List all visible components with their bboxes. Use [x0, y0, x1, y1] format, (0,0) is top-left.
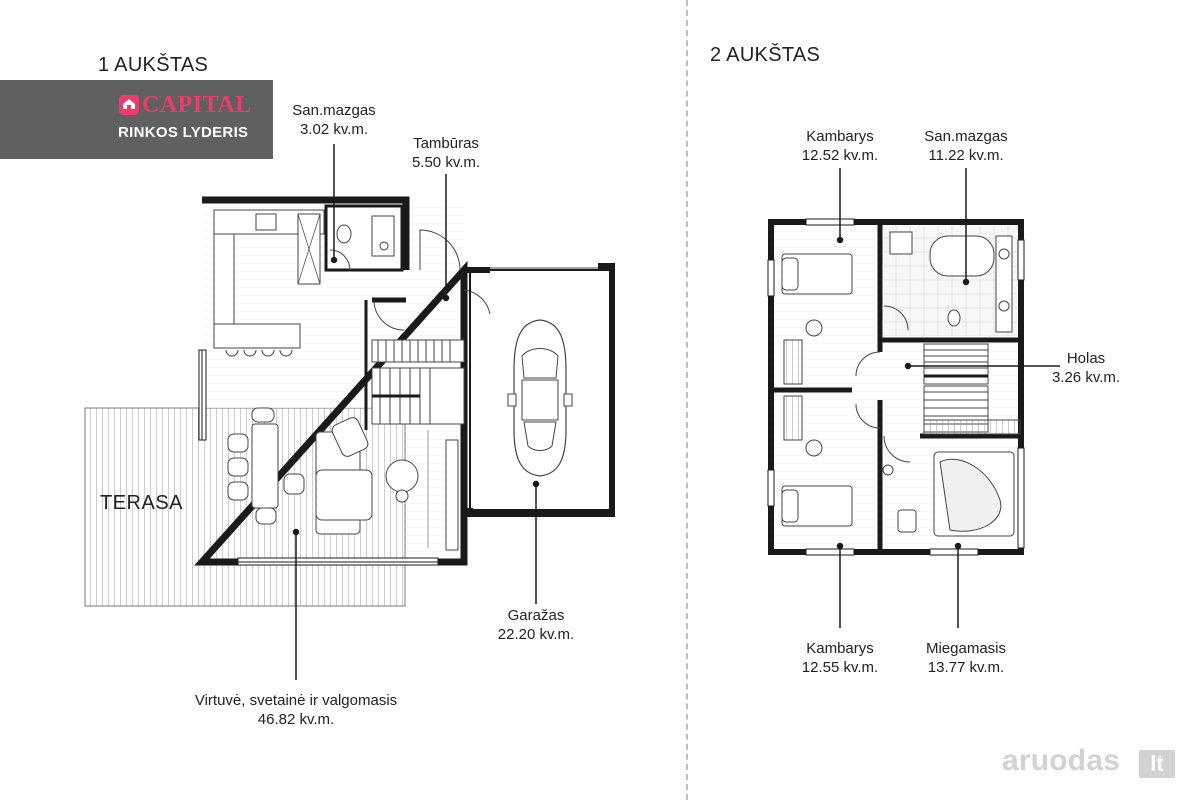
- room-label-tamburas: Tambūras 5.50 kv.m.: [396, 134, 496, 172]
- room-label-holas: Holas 3.26 kv.m.: [1036, 349, 1136, 387]
- room-label-kambarys-2: Kambarys 12.55 kv.m.: [790, 639, 890, 677]
- capital-badge: CAPITAL RINKOS LYDERIS: [0, 80, 273, 159]
- room-area: 22.20 kv.m.: [497, 626, 575, 643]
- room-name: San.mazgas: [924, 128, 1008, 145]
- room-area: 13.77 kv.m.: [927, 659, 1005, 676]
- floor-2-plan: [767, 168, 1060, 628]
- bed-icon: [781, 253, 1015, 537]
- room-name: San.mazgas: [292, 102, 376, 119]
- room-name: Tambūras: [413, 135, 479, 152]
- room-area: 12.52 kv.m.: [801, 147, 879, 164]
- brand-name: CAPITAL: [142, 92, 252, 118]
- room-name: Garažas: [507, 607, 565, 624]
- brand-tagline: RINKOS LYDERIS: [118, 124, 249, 141]
- room-area: 46.82 kv.m.: [257, 711, 335, 728]
- floor-1-plan: [84, 144, 615, 680]
- watermark-name: aruodas: [1002, 744, 1121, 777]
- room-name: Kambarys: [806, 128, 874, 145]
- floor-2-walls: [768, 219, 1024, 555]
- floor-divider: [686, 0, 688, 800]
- room-name: Kambarys: [806, 640, 874, 657]
- aruodas-watermark: aruodas lt: [1002, 738, 1182, 788]
- room-area: 3.02 kv.m.: [299, 121, 369, 138]
- room-area: 5.50 kv.m.: [411, 154, 481, 171]
- room-label-garazas: Garažas 22.20 kv.m.: [486, 606, 586, 644]
- car-icon: [507, 319, 573, 477]
- kitchen-island: [213, 323, 301, 349]
- room-area: 3.26 kv.m.: [1051, 369, 1121, 386]
- room-label-miegamasis: Miegamasis 13.77 kv.m.: [916, 639, 1016, 677]
- room-name: Miegamasis: [925, 640, 1007, 657]
- floor-1-title: 1 AUKŠTAS: [98, 54, 209, 76]
- stair-icon: [923, 343, 1021, 435]
- terrace-label: TERASA: [100, 492, 184, 514]
- room-area: 12.55 kv.m.: [801, 659, 879, 676]
- room-label-san-mazgas-1: San.mazgas 3.02 kv.m.: [284, 101, 384, 139]
- dining-table: [251, 423, 279, 509]
- room-label-virtuve: Virtuvė, svetainė ir valgomasis 46.82 kv…: [166, 691, 426, 729]
- brand-logo: CAPITAL: [118, 92, 258, 118]
- room-label-san-mazgas-2: San.mazgas 11.22 kv.m.: [916, 127, 1016, 165]
- room-label-kambarys-1: Kambarys 12.52 kv.m.: [790, 127, 890, 165]
- room-area: 11.22 kv.m.: [928, 147, 1004, 164]
- house-logo-icon: [119, 95, 139, 115]
- room-name: Virtuvė, svetainė ir valgomasis: [194, 692, 398, 709]
- room-name: Holas: [1066, 350, 1106, 367]
- floor-2-title: 2 AUKŠTAS: [710, 44, 821, 66]
- watermark-tld: lt: [1139, 750, 1175, 778]
- stair-icon: [371, 339, 465, 425]
